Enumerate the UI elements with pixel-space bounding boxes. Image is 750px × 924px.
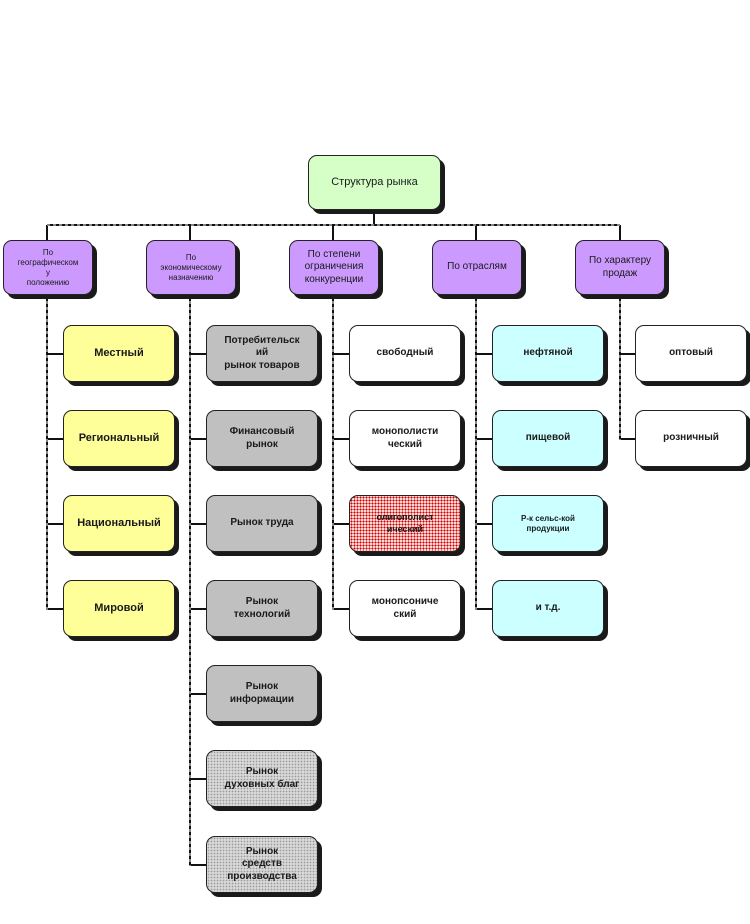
competition-item-oligopolistic: олигополист ический xyxy=(349,495,461,552)
category-economic-purpose: По экономическому назначению xyxy=(146,240,236,295)
category-competition: По степени ограничения конкуренции xyxy=(289,240,379,295)
geography-item-regional: Региональный xyxy=(63,410,175,467)
economic-item-spiritual-goods: Рынок духовных благ xyxy=(206,750,318,807)
category-industry: По отраслям xyxy=(432,240,522,295)
competition-item-free: свободный xyxy=(349,325,461,382)
competition-item-monopolistic: монополисти ческий xyxy=(349,410,461,467)
economic-item-means-of-production: Рынок средств производства xyxy=(206,836,318,893)
geography-item-local: Местный xyxy=(63,325,175,382)
sales-item-retail: розничный xyxy=(635,410,747,467)
category-sales-type: По характеру продаж xyxy=(575,240,665,295)
industry-item-etc: и т.д. xyxy=(492,580,604,637)
geography-item-world: Мировой xyxy=(63,580,175,637)
economic-item-information: Рынок информации xyxy=(206,665,318,722)
industry-item-agricultural: Р-к сельс-кой продукции xyxy=(492,495,604,552)
economic-item-technology: Рынок технологий xyxy=(206,580,318,637)
economic-item-consumer-goods: Потребительск ий рынок товаров xyxy=(206,325,318,382)
economic-item-financial: Финансовый рынок xyxy=(206,410,318,467)
root-node: Структура рынка xyxy=(308,155,441,210)
competition-item-monopsonistic: монопсониче ский xyxy=(349,580,461,637)
geography-item-national: Национальный xyxy=(63,495,175,552)
economic-item-labor: Рынок труда xyxy=(206,495,318,552)
sales-item-wholesale: оптовый xyxy=(635,325,747,382)
industry-item-food: пищевой xyxy=(492,410,604,467)
category-geography: По географическом у положению xyxy=(3,240,93,295)
industry-item-oil: нефтяной xyxy=(492,325,604,382)
